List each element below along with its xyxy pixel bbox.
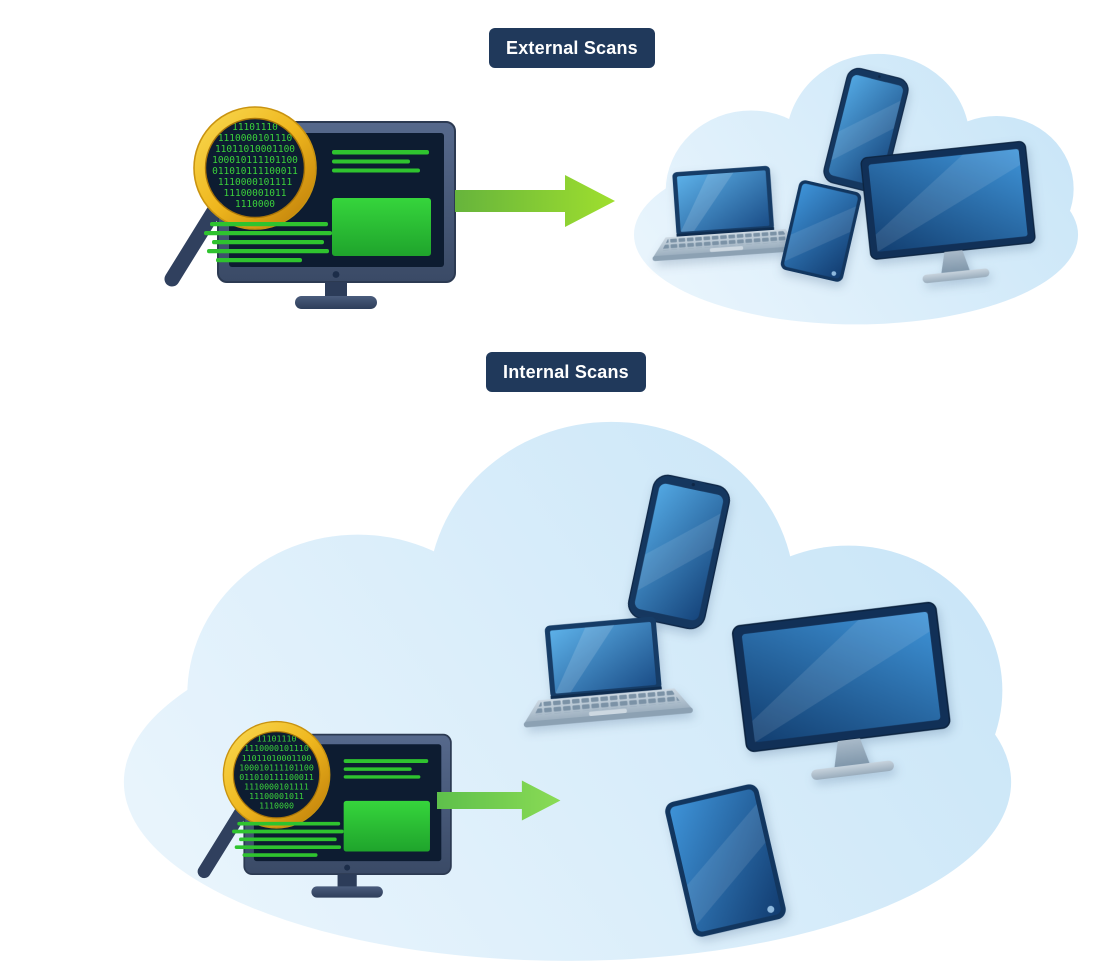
magnifying-glass-icon: 11101110 1110000101110 11011010001100 10… <box>164 106 317 287</box>
svg-text:11011010001100: 11011010001100 <box>215 144 295 155</box>
svg-text:1110000101111: 1110000101111 <box>244 782 309 792</box>
external-scans-badge: External Scans <box>489 28 655 68</box>
svg-text:1110000: 1110000 <box>259 801 294 811</box>
svg-text:11011010001100: 11011010001100 <box>242 753 312 763</box>
svg-text:100010111101100: 100010111101100 <box>212 155 298 166</box>
scan-result-panel <box>332 150 431 256</box>
magnifier-handle <box>197 803 250 879</box>
desktop-monitor-icon <box>731 600 956 789</box>
desktop-monitor-icon <box>859 140 1040 290</box>
extracted-data-lines <box>204 222 332 263</box>
svg-text:100010111101100: 100010111101100 <box>239 762 314 772</box>
svg-text:1110000: 1110000 <box>235 199 275 210</box>
laptop-icon <box>515 613 694 728</box>
laptop-icon <box>646 163 802 262</box>
svg-text:1110000101110: 1110000101110 <box>218 133 293 144</box>
magnifier-handle <box>164 200 224 287</box>
scanner-illustration-external: 11101110 1110000101110 11011010001100 10… <box>164 106 456 309</box>
svg-text:11101110: 11101110 <box>232 122 278 133</box>
scanner-illustration-internal: 11101110 1110000101110 11011010001100 10… <box>197 720 452 898</box>
svg-text:011010111100011: 011010111100011 <box>239 772 314 782</box>
svg-text:011010111100011: 011010111100011 <box>212 166 298 177</box>
svg-text:11100001011: 11100001011 <box>224 188 287 199</box>
scan-arrow-external-icon <box>455 175 615 227</box>
magnifying-glass-icon: 11101110 1110000101110 11011010001100 10… <box>197 720 331 879</box>
binary-code-text: 11101110 1110000101110 11011010001100 10… <box>212 122 298 210</box>
svg-text:1110000101110: 1110000101110 <box>244 743 309 753</box>
svg-text:11100001011: 11100001011 <box>249 791 304 801</box>
scan-arrow-internal-icon <box>437 780 561 821</box>
binary-code-text: 11101110 1110000101110 11011010001100 10… <box>239 734 314 811</box>
internal-scans-badge: Internal Scans <box>486 352 646 392</box>
svg-text:1110000101111: 1110000101111 <box>218 177 293 188</box>
extracted-data-lines <box>232 821 344 857</box>
svg-text:11101110: 11101110 <box>257 734 297 744</box>
scan-result-panel <box>343 759 430 852</box>
